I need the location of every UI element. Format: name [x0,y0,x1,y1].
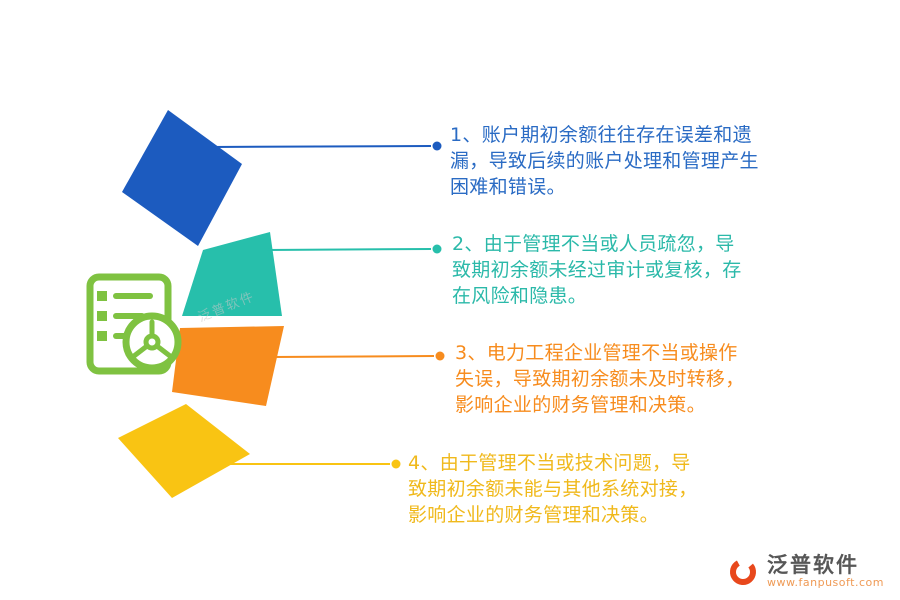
connector-3-line [271,355,435,358]
steering-wheel-icon [122,312,182,372]
list-bullet-1 [97,291,107,301]
segment-4-shape [118,404,250,498]
list-bullet-2 [97,311,107,321]
document-checklist-icon [86,273,182,375]
segment-2-shape [182,232,282,316]
connector-2-line [265,248,432,251]
note-3: 3、电力工程企业管理不当或操作失误，导致期初余额未及时转移，影响企业的财务管理和… [455,342,745,416]
connector-4-dot [391,459,401,469]
connector-3-dot [435,351,445,361]
note-2: 2、由于管理不当或人员疏忽，导致期初余额未经过审计或复核，存在风险和隐患。 [452,233,742,307]
brand-logo: 泛普软件 www.fanpusoft.com [726,553,884,590]
fanpu-logo-icon [730,558,757,585]
brand-website: www.fanpusoft.com [767,576,884,590]
segment-1-shape [122,110,242,246]
brand-name: 泛普软件 [767,553,860,578]
connector-1-dot [432,141,442,151]
connector-1-line [209,145,432,148]
note-4: 4、由于管理不当或技术问题，导致期初余额未能与其他系统对接，影响企业的财务管理和… [408,452,698,526]
list-bullet-3 [97,331,107,341]
note-1: 1、账户期初余额往往存在误差和遗漏，导致后续的账户处理和管理产生困难和错误。 [450,124,759,198]
segment-3-shape [172,326,284,406]
connector-2-dot [432,244,442,254]
